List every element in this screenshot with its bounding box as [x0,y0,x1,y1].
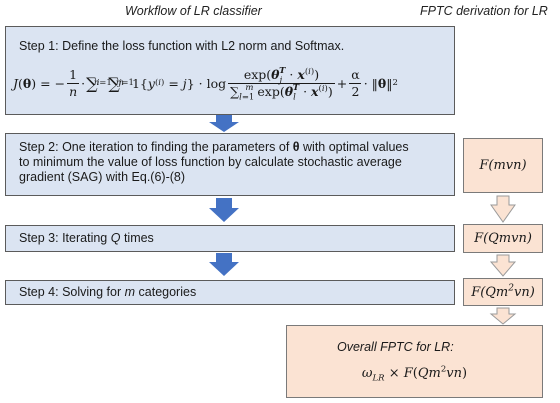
fptc-step2-box: F(mvn) [463,138,543,193]
overall-fptc-box: Overall FPTC for LR: ωLR × F(Qm2vn) [286,325,543,398]
step4-title: Step 4: Solving for m categories [19,285,197,299]
fptc-step4-formula: F(Qm2vn) [471,283,535,300]
fptc-step2-formula: F(mvn) [479,158,527,173]
arrow-fptc2-to-fptc3 [490,195,516,223]
step2-line-2: to minimum the value of loss function by… [19,155,402,169]
arrow-step1-to-step2 [209,115,239,132]
step3-box: Step 3: Iterating Q times [5,225,455,252]
arrow-step2-to-step3 [209,198,239,222]
step3-title: Step 3: Iterating Q times [19,231,154,245]
step4-box: Step 4: Solving for m categories [5,280,455,305]
step2-line-1: Step 2: One iteration to finding the par… [19,140,409,154]
arrow-fptc3-to-fptc4 [489,254,517,277]
step2-line-3: gradient (SAG) with Eq.(6)-(8) [19,170,186,184]
step2-box: Step 2: One iteration to finding the par… [5,133,455,196]
step1-title: Step 1: Define the loss function with L2… [19,39,345,53]
fptc-header: FPTC derivation for LR [420,4,548,18]
fptc-step3-box: F(Qmvn) [463,224,543,253]
fptc-step3-formula: F(Qmvn) [474,231,532,246]
overall-fptc-formula: ωLR × F(Qm2vn) [361,364,468,384]
arrow-fptc4-to-overall [489,307,517,325]
workflow-header: Workflow of LR classifier [125,4,262,18]
fptc-step4-box: F(Qm2vn) [463,278,543,306]
overall-fptc-title: Overall FPTC for LR: [337,340,454,354]
step1-box: Step 1: Define the loss function with L2… [5,26,455,115]
arrow-step3-to-step4 [209,253,239,276]
